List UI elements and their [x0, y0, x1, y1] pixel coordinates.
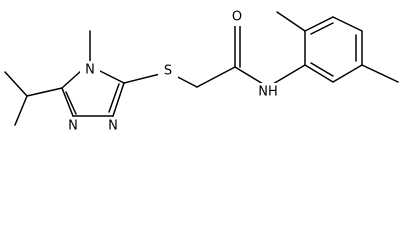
molecule-structure-diagram: O S NH N N N	[4, 8, 399, 135]
bond	[304, 16, 334, 32]
atom-label-triazole-n4: N	[85, 63, 95, 78]
bond	[332, 64, 363, 83]
bond	[276, 11, 306, 32]
atom-label-sulfur: S	[164, 64, 172, 79]
bond	[361, 64, 399, 83]
atom-labels: O S NH N N N	[63, 8, 284, 135]
bond	[112, 82, 125, 117]
bonds	[4, 11, 399, 126]
bond	[61, 87, 74, 117]
atom-label-triazole-n1: N	[68, 119, 78, 134]
bond	[304, 64, 334, 83]
bond	[310, 62, 334, 77]
atom-label-triazole-n2: N	[108, 119, 118, 134]
atom-label-amide-nh: NH	[258, 85, 278, 100]
atom-label-oxygen: O	[232, 10, 242, 25]
bond	[97, 69, 125, 84]
bond	[4, 71, 28, 97]
bond	[26, 87, 63, 97]
bond	[196, 66, 236, 88]
bond	[310, 22, 334, 35]
bond	[108, 83, 120, 113]
bond	[332, 16, 363, 32]
bond	[65, 91, 77, 115]
bond	[14, 95, 28, 126]
bond	[61, 69, 83, 89]
